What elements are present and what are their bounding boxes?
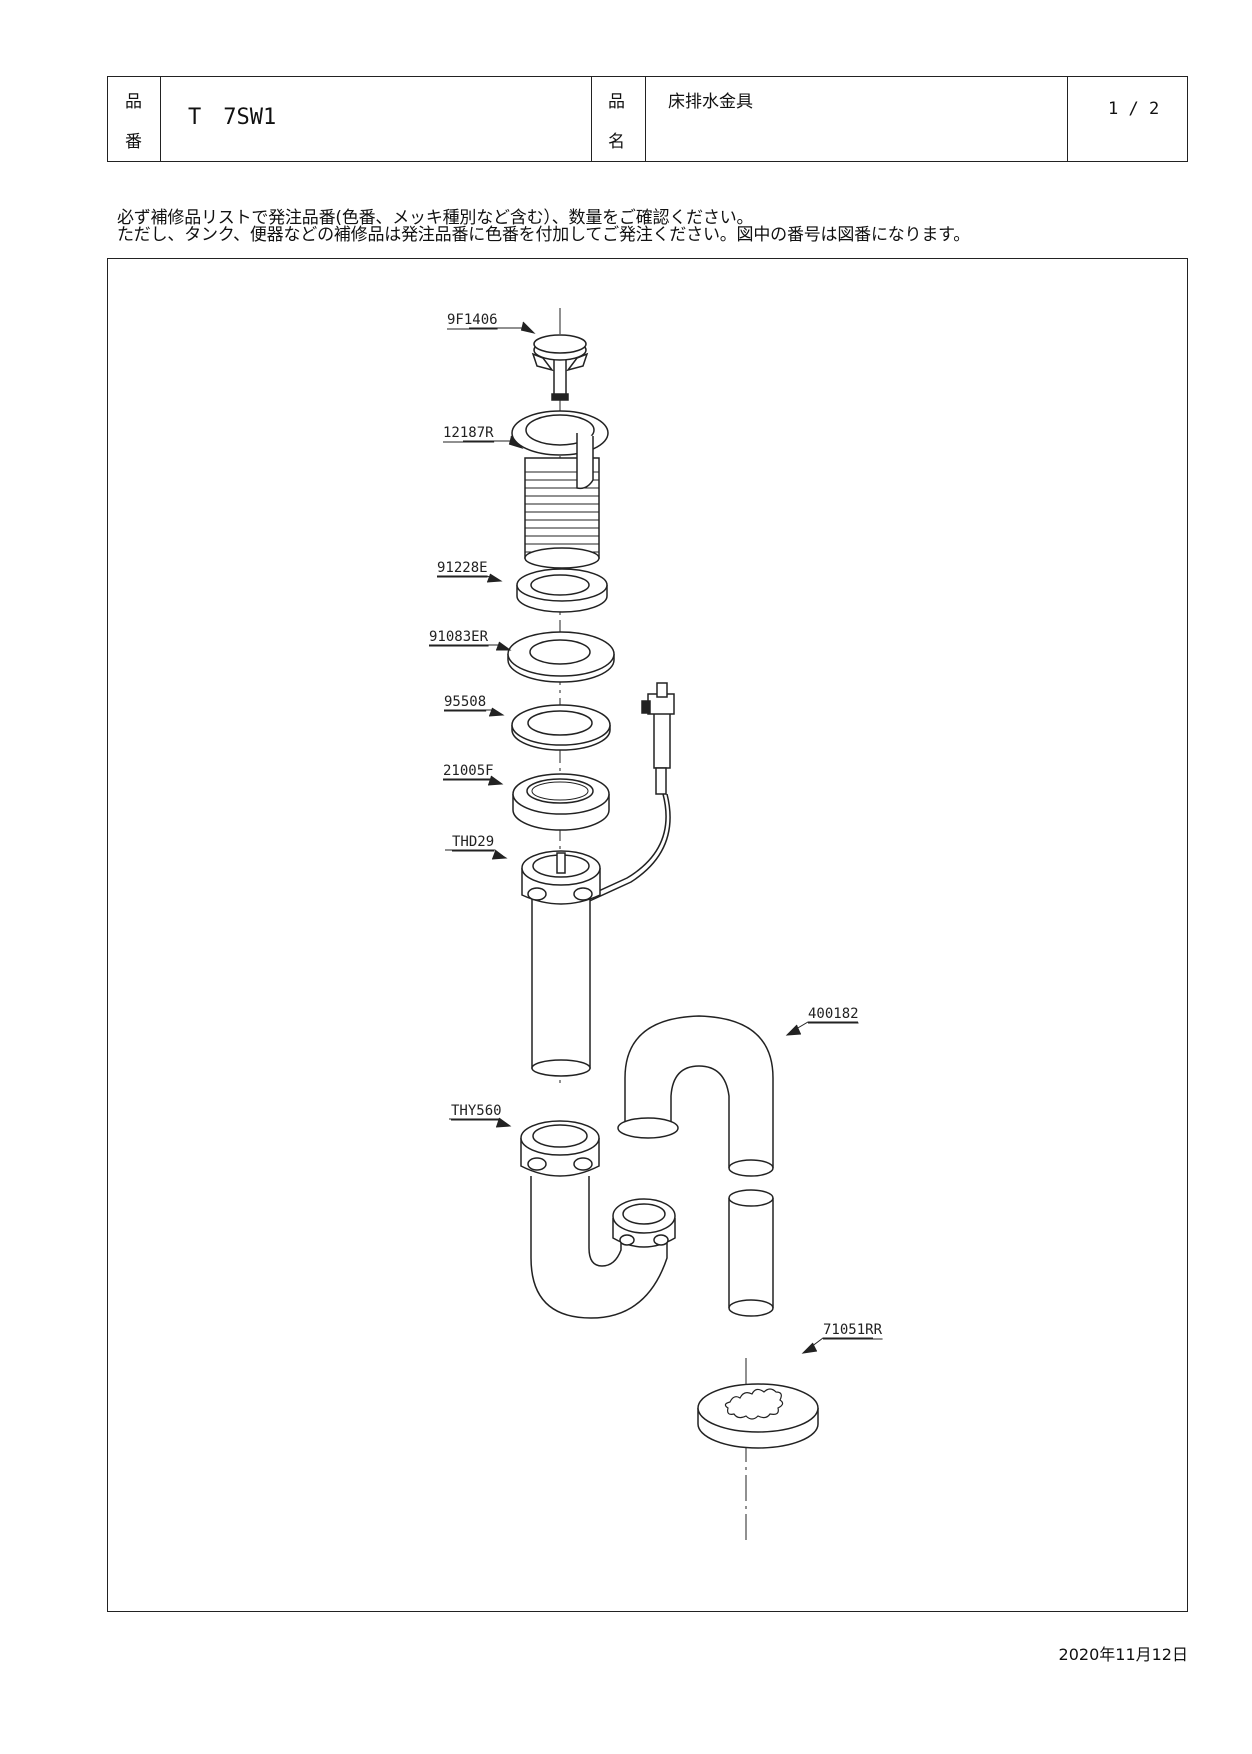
part-label-21005F: 21005F xyxy=(443,763,494,779)
part-label-91228E: 91228E xyxy=(437,560,488,576)
part-label-THY560: THY560 xyxy=(451,1103,502,1119)
diagram-frame xyxy=(107,258,1188,1612)
part-12187R-shape xyxy=(511,410,609,569)
part-91083ER-shape xyxy=(507,631,615,683)
part-71051RR-shape xyxy=(697,1383,819,1449)
exploded-parts-diagram: 9F1406 12187R 91228E 91083ER 95508 21005… xyxy=(429,308,883,1544)
part-9F1406-shape xyxy=(531,334,589,401)
product-name-label-1: 品 xyxy=(608,92,625,112)
page-indicator: 1 / 2 xyxy=(1108,99,1160,119)
part-91228E-shape xyxy=(516,568,608,613)
part-21005F-shape xyxy=(512,773,610,831)
part-label-THD29: THD29 xyxy=(452,834,494,850)
part-label-95508: 95508 xyxy=(444,694,486,710)
s-trap-lower-bend xyxy=(530,1176,676,1319)
product-number-label-2: 番 xyxy=(125,132,142,152)
part-label-91083ER: 91083ER xyxy=(429,629,489,645)
order-note-line-2: ただし、タンク、便器などの補修品は発注品番に色番を付加してご発注ください。図中の… xyxy=(117,225,971,245)
part-label-71051RR: 71051RR xyxy=(823,1322,883,1338)
part-label-12187R: 12187R xyxy=(443,425,494,441)
part-95508-shape xyxy=(511,704,611,751)
header-table: 品 番 T 7SW1 品 名 床排水金具 1 / 2 xyxy=(107,76,1188,162)
product-name-value: 床排水金具 xyxy=(668,92,753,112)
part-labels: 9F1406 12187R 91228E 91083ER 95508 21005… xyxy=(429,312,883,1340)
product-number-value: T 7SW1 xyxy=(188,105,277,130)
product-number-label-1: 品 xyxy=(125,92,142,112)
leader-lines xyxy=(429,321,873,1354)
part-label-400182: 400182 xyxy=(808,1006,859,1022)
issue-date: 2020年11月12日 xyxy=(1058,1645,1188,1664)
part-THY560-shape xyxy=(520,1120,600,1177)
order-note-line-1: 必ず補修品リストで発注品番(色番、メッキ種別など含む）、数量をご確認ください。 xyxy=(117,208,754,228)
product-name-label-2: 名 xyxy=(608,132,625,152)
order-note: 必ず補修品リストで発注品番(色番、メッキ種別など含む）、数量をご確認ください。 … xyxy=(117,210,970,244)
part-label-9F1406: 9F1406 xyxy=(447,312,498,328)
part-400182-shape xyxy=(617,1015,774,1317)
part-THD29-shape xyxy=(521,850,601,1077)
